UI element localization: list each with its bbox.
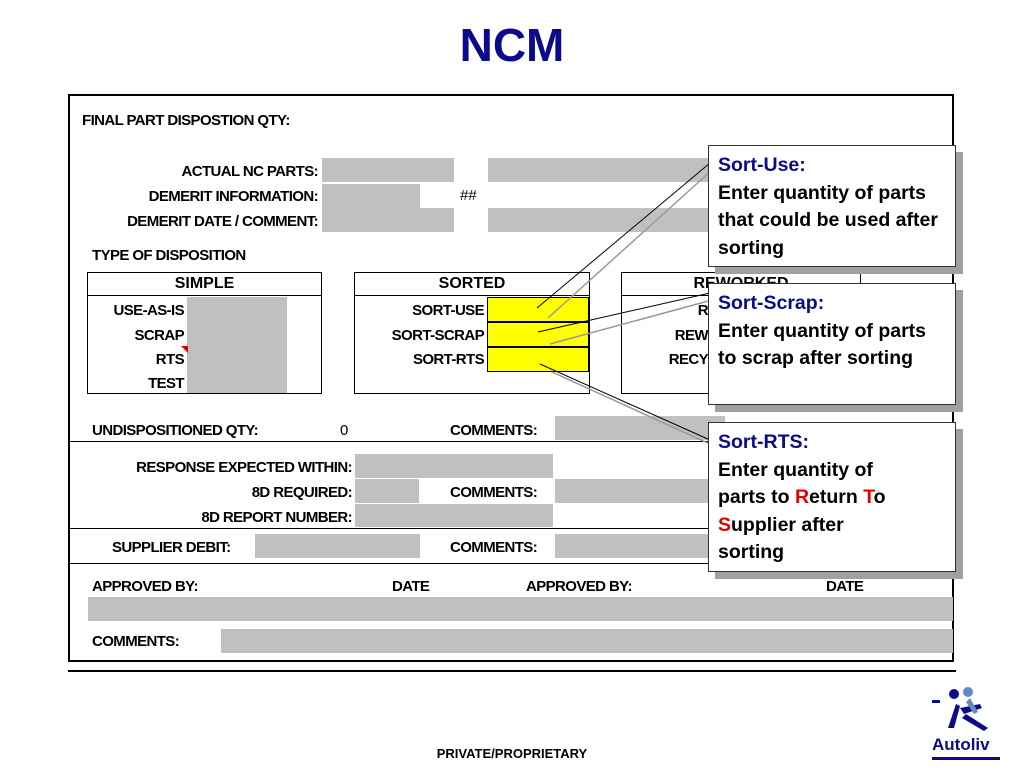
- section-divider: [69, 563, 953, 564]
- reworked-row-2: REW: [674, 327, 709, 344]
- callout-sort-scrap: Sort-Scrap: Enter quantity of parts to s…: [708, 283, 956, 405]
- logo-underline: [932, 757, 1000, 760]
- callout-sort-rts: Sort-RTS: Enter quantity of parts to Ret…: [708, 422, 956, 572]
- callout-sort-use-body: Enter quantity of parts that could be us…: [718, 181, 938, 259]
- footer-text: PRIVATE/PROPRIETARY: [436, 746, 588, 761]
- footer-rule: [68, 670, 956, 672]
- callout-sort-rts-line1: Enter quantity of: [718, 458, 873, 481]
- response-field[interactable]: [355, 454, 553, 478]
- callout-text: parts to: [718, 486, 795, 508]
- date-label-2: DATE: [826, 578, 864, 595]
- sorted-row-sort-use: SORT-USE: [412, 302, 484, 319]
- highlight-letter-t: T: [863, 486, 874, 508]
- comments-label-1: COMMENTS:: [450, 422, 538, 439]
- supplier-debit-field[interactable]: [255, 534, 420, 558]
- comment-marker-icon: [181, 346, 188, 353]
- demerit-date-label: DEMERIT DATE / COMMENT:: [127, 213, 319, 230]
- sorted-header: SORTED: [355, 273, 589, 296]
- highlight-letter-r: R: [794, 486, 810, 508]
- eightd-required-label: 8D REQUIRED:: [251, 484, 353, 501]
- demerit-info-label: DEMERIT INFORMATION:: [148, 188, 319, 205]
- reworked-row-1: R: [697, 302, 709, 319]
- demerit-date-field[interactable]: [322, 208, 454, 232]
- approval-field[interactable]: [88, 597, 953, 621]
- actual-nc-field-2[interactable]: [488, 158, 720, 182]
- callout-sort-use: Sort-Use: Enter quantity of parts that c…: [708, 145, 956, 267]
- callout-text: o: [873, 486, 886, 508]
- actual-nc-label: ACTUAL NC PARTS:: [181, 163, 318, 180]
- actual-nc-field[interactable]: [322, 158, 454, 182]
- section-divider: [69, 528, 953, 529]
- callout-sort-rts-line3: Supplier after: [718, 512, 946, 540]
- autoliv-logo-text: Autoliv: [932, 735, 990, 754]
- callout-sort-scrap-body: Enter quantity of parts to scrap after s…: [718, 319, 927, 370]
- approved-by-label-1: APPROVED BY:: [92, 578, 198, 595]
- sort-scrap-field[interactable]: [487, 322, 589, 347]
- callout-text: eturn: [809, 486, 864, 508]
- comments-label-3: COMMENTS:: [450, 539, 538, 556]
- approved-by-label-2: APPROVED BY:: [526, 578, 632, 595]
- comments-field-4[interactable]: [221, 629, 953, 653]
- simple-row-scrap: SCRAP: [134, 327, 184, 344]
- comments-field-3[interactable]: [555, 534, 725, 558]
- page-title: NCM: [459, 19, 565, 71]
- callout-sort-scrap-heading: Sort-Scrap:: [718, 292, 825, 314]
- leader-lines-dark: [536, 162, 711, 441]
- simple-qty-column[interactable]: [187, 297, 287, 393]
- callout-text: upplier after: [731, 513, 844, 536]
- demerit-info-field[interactable]: [322, 184, 420, 208]
- simple-row-test: TEST: [148, 375, 185, 392]
- callout-sort-rts-line2: parts to Return To: [718, 484, 946, 512]
- eightd-required-field[interactable]: [355, 479, 419, 503]
- comments-label-4: COMMENTS:: [92, 633, 180, 650]
- final-part-label: FINAL PART DISPOSTION QTY:: [82, 112, 290, 129]
- simple-row-use-as-is: USE-AS-IS: [113, 302, 185, 319]
- simple-header: SIMPLE: [88, 273, 321, 296]
- callout-sort-rts-heading: Sort-RTS:: [718, 431, 809, 453]
- comments-label-2: COMMENTS:: [450, 484, 538, 501]
- eightd-report-field[interactable]: [355, 504, 553, 527]
- simple-row-rts: RTS: [155, 351, 185, 368]
- date-label-1: DATE: [392, 578, 430, 595]
- sorted-row-sort-rts: SORT-RTS: [412, 351, 485, 368]
- section-divider: [69, 441, 953, 442]
- sort-rts-field[interactable]: [487, 347, 589, 372]
- callout-sort-rts-line4: sorting: [718, 541, 785, 563]
- comments-field-1[interactable]: [555, 416, 725, 440]
- type-of-disposition-label: TYPE OF DISPOSITION: [92, 247, 246, 264]
- undispositioned-value: 0: [340, 422, 349, 439]
- highlight-letter-s: S: [718, 513, 732, 536]
- reworked-row-3: RECY: [668, 351, 709, 368]
- response-label: RESPONSE EXPECTED WITHIN:: [136, 459, 352, 476]
- autoliv-logo-icon: [932, 687, 988, 731]
- sorted-row-sort-scrap: SORT-SCRAP: [391, 327, 485, 344]
- undispositioned-label: UNDISPOSITIONED QTY:: [92, 422, 259, 439]
- demerit-comment-field[interactable]: [488, 208, 720, 232]
- demerit-value: ##: [460, 187, 477, 204]
- callout-sort-use-heading: Sort-Use:: [718, 154, 806, 176]
- supplier-debit-label: SUPPLIER DEBIT:: [112, 539, 231, 556]
- eightd-report-label: 8D REPORT NUMBER:: [201, 509, 352, 526]
- comments-field-2[interactable]: [555, 479, 725, 503]
- leader-lines-light: [547, 169, 713, 446]
- sort-use-field[interactable]: [487, 297, 589, 322]
